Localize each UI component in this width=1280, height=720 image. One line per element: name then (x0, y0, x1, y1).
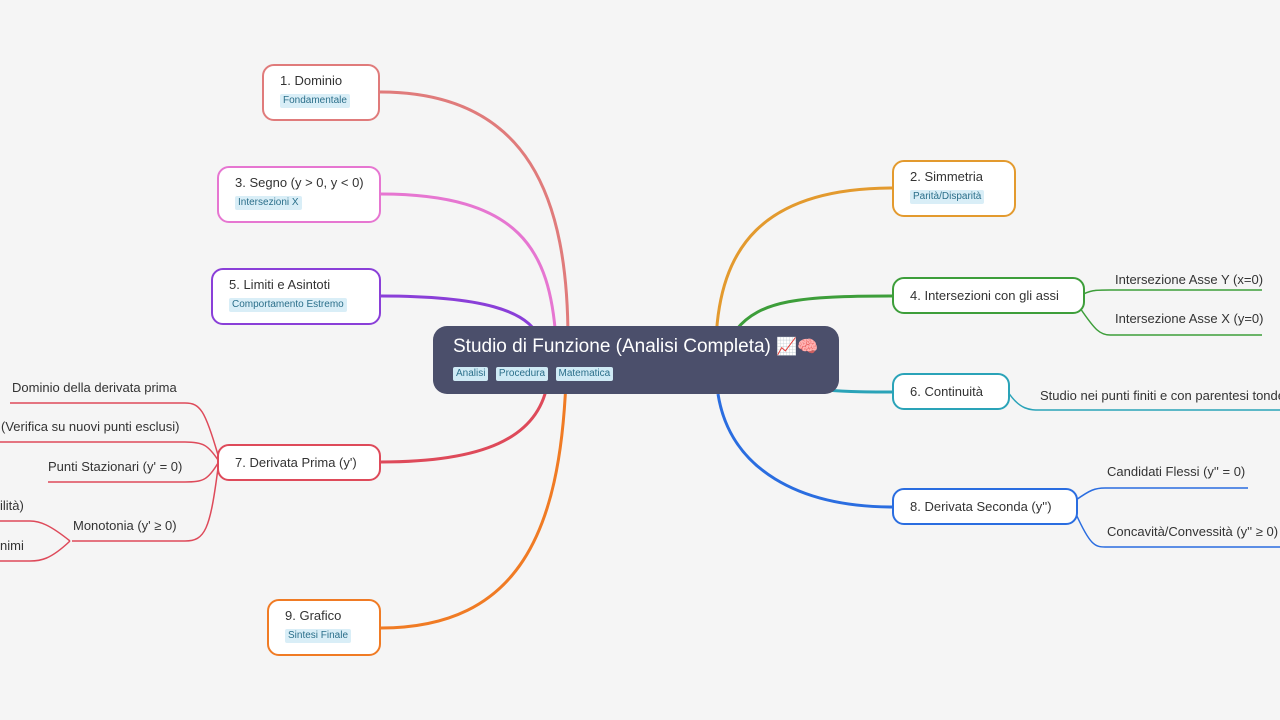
node-dominio-label: 1. Dominio (280, 73, 343, 88)
connector-continuita (825, 388, 894, 394)
node-intersezioni-label: 4. Intersezioni con gli assi (910, 288, 1059, 303)
node-dominio-tag[interactable]: Fondamentale (280, 94, 350, 108)
node-intersezioni[interactable]: 4. Intersezioni con gli assi (892, 277, 1085, 314)
subtopic-monotonia-child-2[interactable]: nimi (0, 538, 24, 553)
subtopic-intersezione-asse-y[interactable]: Intersezione Asse Y (x=0) (1115, 272, 1264, 287)
node-limiti-label: 5. Limiti e Asintoti (229, 277, 331, 292)
subtopic-candidati-flessi[interactable]: Candidati Flessi (y'' = 0) (1107, 464, 1246, 479)
tag-matematica[interactable]: Matematica (555, 367, 614, 381)
node-grafico[interactable]: 9. Grafico Sintesi Finale (267, 599, 381, 656)
node-continuita-label: 6. Continuità (910, 384, 983, 399)
connector-derivata-seconda (716, 393, 894, 509)
node-derivata-seconda-label: 8. Derivata Seconda (y'') (910, 499, 1052, 514)
connector-simmetria (714, 186, 894, 341)
node-derivata-prima[interactable]: 7. Derivata Prima (y') (217, 444, 381, 481)
subtopic-punti-stazionari[interactable]: Punti Stazionari (y' = 0) (48, 459, 183, 474)
node-simmetria-tag[interactable]: Parità/Disparità (910, 190, 985, 204)
root-node[interactable]: Studio di Funzione (Analisi Completa) 📈🧠… (433, 326, 839, 394)
subtopic-concavita-convessita[interactable]: Concavità/Convessità (y'' ≥ 0) (1107, 524, 1279, 539)
node-simmetria[interactable]: 2. Simmetria Parità/Disparità (892, 160, 1016, 217)
tag-analisi[interactable]: Analisi (453, 367, 489, 381)
node-segno[interactable]: 3. Segno (y > 0, y < 0) Intersezioni X (217, 166, 381, 223)
chart-brain-emoji-icon: 📈🧠 (776, 337, 819, 356)
node-segno-tag[interactable]: Intersezioni X (235, 196, 302, 210)
node-derivata-prima-label: 7. Derivata Prima (y') (235, 455, 357, 470)
node-grafico-tag[interactable]: Sintesi Finale (285, 629, 352, 643)
node-continuita[interactable]: 6. Continuità (892, 373, 1010, 410)
node-limiti-tag[interactable]: Comportamento Estremo (229, 298, 347, 312)
node-simmetria-label: 2. Simmetria (910, 169, 983, 184)
subtopic-studio-punti-finiti[interactable]: Studio nei punti finiti e con parentesi … (1040, 388, 1280, 403)
node-derivata-seconda[interactable]: 8. Derivata Seconda (y'') (892, 488, 1078, 525)
connector-derivata-prima (379, 379, 550, 464)
node-dominio[interactable]: 1. Dominio Fondamentale (262, 64, 380, 121)
node-limiti[interactable]: 5. Limiti e Asintoti Comportamento Estre… (211, 268, 381, 325)
connector-segno (379, 192, 558, 341)
node-grafico-label: 9. Grafico (285, 608, 342, 623)
subtopic-dominio-derivata-prima[interactable]: Dominio della derivata prima (12, 380, 177, 395)
tag-procedura[interactable]: Procedura (495, 367, 549, 381)
connector-grafico (379, 379, 568, 630)
root-tags: Analisi Procedura Matematica (453, 363, 819, 381)
connector-intersezioni (734, 294, 894, 331)
node-segno-label: 3. Segno (y > 0, y < 0) (235, 175, 364, 190)
subtopic-monotonia-child-1[interactable]: ilità) (0, 498, 24, 513)
root-title: Studio di Funzione (Analisi Completa) (453, 336, 771, 357)
subtopic-monotonia[interactable]: Monotonia (y' ≥ 0) (73, 518, 177, 533)
connector-dominio (379, 90, 570, 341)
subtopic-intersezione-asse-x[interactable]: Intersezione Asse X (y=0) (1115, 311, 1264, 326)
subtopic-verifica-punti-esclusi[interactable]: (Verifica su nuovi punti esclusi) (1, 419, 180, 434)
